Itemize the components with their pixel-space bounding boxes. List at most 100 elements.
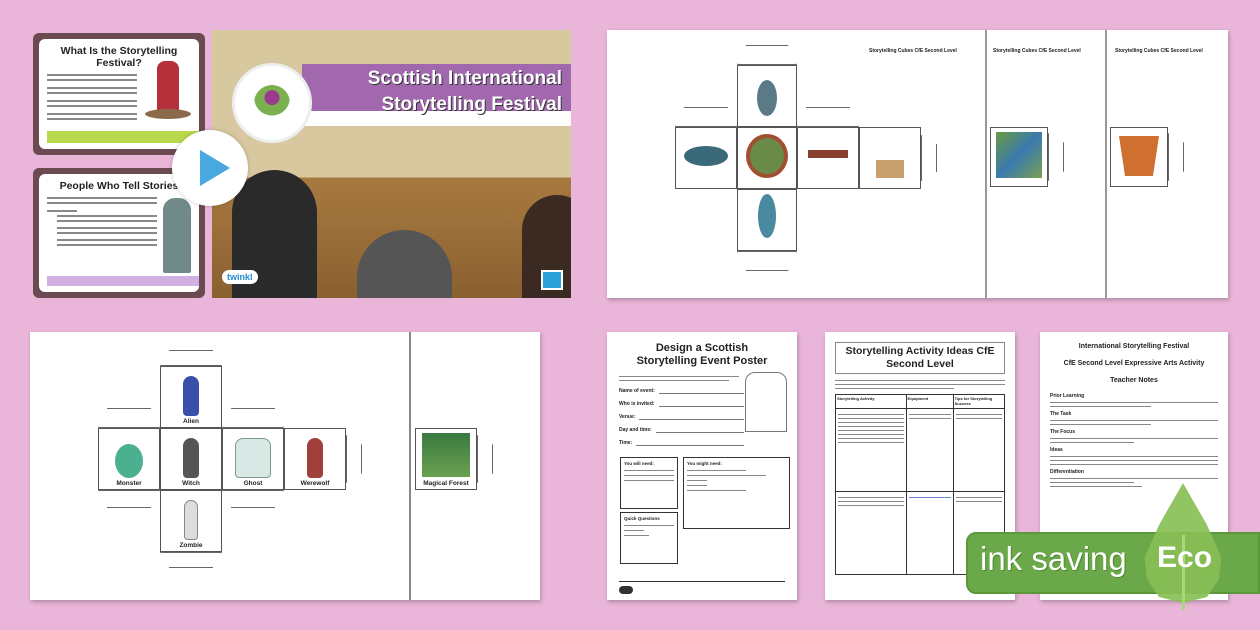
musicians-illustration: [745, 372, 787, 432]
cube-face: [737, 127, 797, 189]
slide-what-is-festival[interactable]: What Is the Storytelling Festival?: [33, 33, 205, 155]
cube-tab: [477, 435, 493, 483]
twinkl-logo: twinkl: [222, 270, 258, 284]
cube-face: [990, 127, 1048, 187]
section-heading: Ideas: [1050, 447, 1063, 453]
column-header: Tips for Storytelling Success: [953, 395, 1004, 409]
highlight-bar: [47, 276, 199, 286]
highlight-bar: [47, 131, 199, 143]
title-banner: [302, 64, 571, 126]
badge-icon: [541, 270, 563, 290]
slide-people-who-tell-stories[interactable]: People Who Tell Stories: [33, 168, 205, 298]
cubes-sheet-bottom[interactable]: Alien Monster Witch Ghost Werewolf Zombi…: [30, 332, 540, 600]
cube-face: [859, 127, 921, 189]
face-label: Ghost: [243, 480, 263, 487]
cube-face: [1110, 127, 1168, 187]
activity-table: Storytelling Activity Equipment Tips for…: [835, 394, 1005, 575]
fish-image: [757, 80, 777, 116]
section-heading: Differentiation: [1050, 469, 1084, 475]
cube-tab: [98, 408, 160, 428]
cube-tab: [1048, 133, 1064, 181]
you-might-need-box: You might need:: [683, 457, 790, 529]
page-title: Storytelling Cubes CfE Second Level: [869, 48, 957, 54]
field-venue[interactable]: Venue:: [619, 414, 744, 420]
cube-face: [797, 127, 859, 189]
face-label: Witch: [182, 480, 200, 487]
slide-title: What Is the Storytelling Festival?: [60, 45, 178, 69]
cube-tab: [160, 350, 222, 366]
field-day-time[interactable]: Day and time:: [619, 427, 744, 433]
page-divider: [1105, 30, 1107, 298]
poster-worksheet[interactable]: Design a Scottish Storytelling Event Pos…: [607, 332, 797, 600]
mermaid-image: [758, 194, 776, 238]
field-who-invited[interactable]: Who is invited:: [619, 401, 744, 407]
section-heading: Prior Learning: [1050, 393, 1085, 399]
cube-face: [675, 127, 737, 189]
column-header: Storytelling Activity: [836, 395, 907, 409]
face-label: Monster: [116, 480, 142, 487]
cube-tab: [222, 408, 284, 428]
cube-tab: [675, 107, 737, 127]
eco-label: Eco: [1157, 541, 1213, 574]
cube-face-ghost: Ghost: [222, 428, 284, 490]
activity-title: Storytelling Activity Ideas CfE Second L…: [835, 342, 1005, 374]
cube-tab: [737, 45, 797, 65]
zombie-image: [184, 500, 198, 540]
cube-tab: [797, 107, 859, 127]
face-label: Magical Forest: [423, 480, 469, 487]
quick-questions-box: Quick Questions: [620, 512, 678, 564]
play-icon: [200, 150, 230, 186]
field-name-of-event[interactable]: Name of event:: [619, 388, 744, 394]
field-label: Time:: [619, 440, 633, 446]
alien-image: [183, 376, 199, 416]
cube-tab: [222, 490, 284, 508]
title-slide[interactable]: Scottish International Storytelling Fest…: [212, 30, 571, 298]
play-button[interactable]: [172, 130, 248, 206]
you-will-need-box: You will need:: [620, 457, 678, 509]
field-label: Day and time:: [619, 427, 652, 433]
ground-illustration: [145, 109, 191, 119]
cube-face-magical-forest: Magical Forest: [415, 428, 477, 490]
cube-tab: [1168, 133, 1184, 181]
slide-title: People Who Tell Stories: [59, 180, 179, 192]
cube-face-zombie: Zombie: [160, 490, 222, 552]
storyteller-illustration: [163, 198, 191, 273]
cube-tab: [160, 552, 222, 568]
forest-image: [422, 433, 470, 477]
face-label: Alien: [183, 418, 199, 425]
slide-card: People Who Tell Stories: [39, 174, 199, 292]
cube-tab: [346, 435, 362, 483]
flowerpot-image: [1119, 136, 1159, 176]
cube-tab: [921, 135, 937, 181]
page-title: Storytelling Cubes CfE Second Level: [1115, 48, 1203, 54]
cube-tab: [737, 251, 797, 271]
page-title: Storytelling Cubes CfE Second Level: [993, 48, 1081, 54]
field-label: Venue:: [619, 414, 636, 420]
shark-image: [684, 146, 728, 166]
cube-face: [737, 65, 797, 127]
leaf-vein: [1182, 535, 1185, 610]
thistle-icon: [254, 85, 290, 121]
twinkl-footer-logo: [619, 586, 633, 594]
storytelling-centre-logo: [232, 63, 312, 143]
ghost-image: [235, 438, 271, 478]
box-heading: You might need:: [687, 461, 722, 466]
cubes-sheet-top[interactable]: Storytelling Cubes CfE Second Level Stor…: [607, 30, 1228, 298]
werewolf-image: [307, 438, 323, 478]
column-header: Equipment: [906, 395, 954, 409]
harpoon-image: [808, 150, 848, 158]
section-heading: The Focus: [1050, 429, 1076, 435]
cube-face-alien: Alien: [160, 366, 222, 428]
cube-face-witch: Witch: [160, 428, 222, 490]
cube-face-werewolf: Werewolf: [284, 428, 346, 490]
title-line-2: Storytelling Festival: [381, 94, 562, 115]
field-time[interactable]: Time:: [619, 440, 744, 446]
notes-title-3: Teacher Notes: [1110, 377, 1158, 384]
box-heading: Quick Questions: [624, 516, 660, 521]
field-label: Name of event:: [619, 388, 655, 394]
cube-face: [737, 189, 797, 251]
page-divider: [409, 332, 411, 600]
witch-image: [183, 438, 199, 478]
title-line-1: Scottish International: [367, 68, 562, 89]
poster-title: Design a Scottish Storytelling Event Pos…: [636, 342, 768, 367]
